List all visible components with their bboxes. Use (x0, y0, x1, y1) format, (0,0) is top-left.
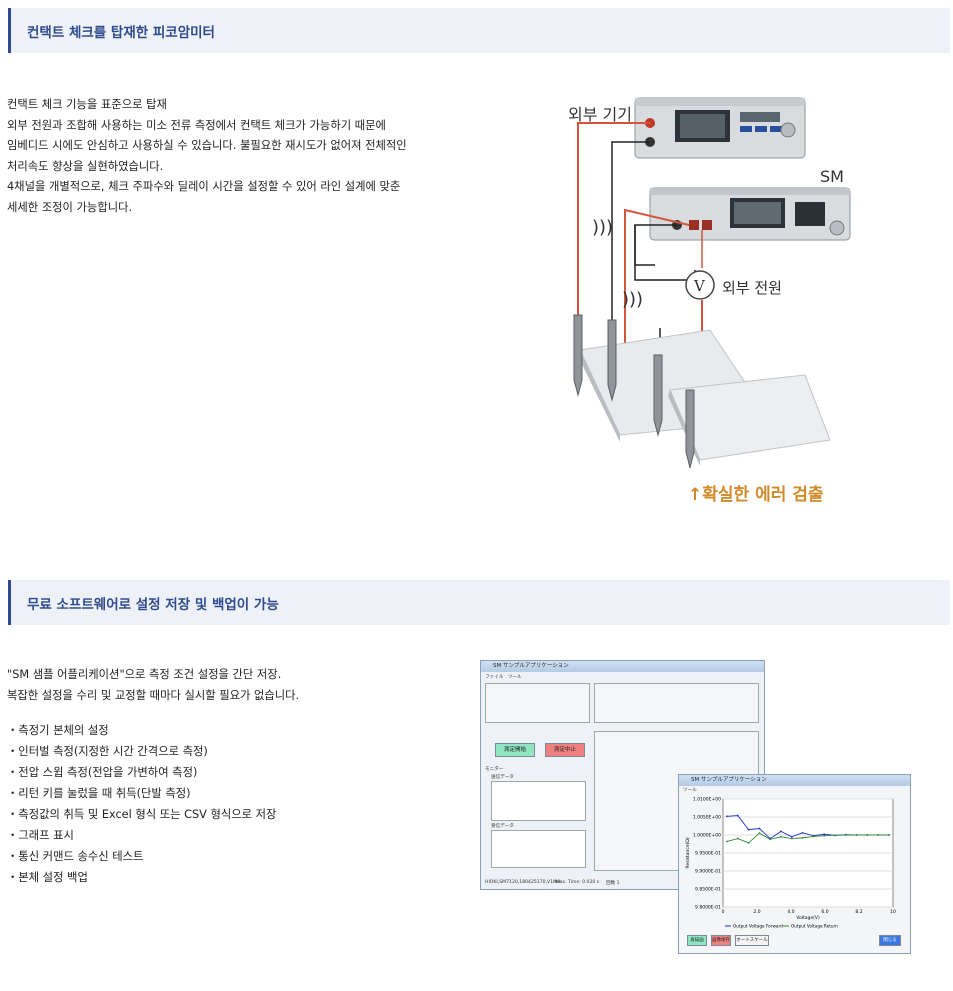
send-data-label: 送信データ (491, 775, 514, 780)
return-series-point (855, 834, 858, 836)
label-external-device: 외부 기기 (568, 105, 632, 124)
external-device-instrument (634, 97, 806, 159)
forward-series-point (726, 815, 728, 818)
section-title: 무료 소프트웨어로 설정 저장 및 백업이 가능 (27, 597, 279, 613)
return-series-point (844, 834, 847, 836)
section-title: 컨택트 체크를 탑재한 피코암미터 (27, 25, 215, 41)
label-waves-1: ))) (592, 217, 613, 238)
x-tick-label: 6.0 (821, 909, 828, 915)
list-item: ・리턴 키를 눌렀을 때 취득(단발 측정) (7, 787, 191, 800)
list-item: ・그래프 표시 (7, 829, 74, 842)
return-series-point (747, 842, 750, 844)
y-tick-label: 1.0000E+00 (693, 833, 721, 839)
send-data-box (491, 781, 586, 821)
label-waves-2: ))) (622, 289, 643, 310)
list-item: ・측정기 본체의 설정 (7, 724, 109, 737)
return-series-point (866, 834, 869, 836)
test-plates (578, 329, 831, 466)
forward-series-point (747, 828, 750, 831)
label-v: V (693, 277, 706, 295)
forward-series-point (758, 827, 761, 830)
graph-menu: ツール (683, 788, 697, 793)
paragraph-line: 처리속도 향상을 실현하였습니다. (7, 159, 164, 173)
resistance-graph: 1.0100E+00 1.0050E+00 1.0000E+00 9.9500E-01… (685, 797, 896, 929)
settings-panel (485, 683, 590, 723)
return-series-point (726, 840, 728, 843)
return-series-line (726, 832, 889, 844)
y-tick-label: 9.8000E-01 (695, 905, 721, 911)
y-axis-label: Resistance(Ω) (685, 837, 691, 868)
paragraph-line: "SM 샘플 어플리케이션"으로 측정 조건 설정을 간단 저장. (7, 668, 282, 681)
paragraph-line: 4채널을 개별적으로, 체크 주파수와 딜레이 시간을 설정할 수 있어 라인 … (7, 180, 401, 193)
paragraph-line: 복잡한 설정을 수리 및 교정할 때마다 실시할 필요가 없습니다. (7, 688, 300, 702)
section-header-software: 무료 소프트웨어로 설정 저장 및 백업이 가능 (8, 580, 950, 625)
y-tick-label: 1.0100E+00 (693, 797, 721, 803)
status-count: 回数 1 (606, 881, 620, 886)
paragraph-line: 컨택트 체크 기능을 표준으로 탑재 (7, 98, 167, 111)
close-button[interactable]: 閉じる (879, 935, 901, 946)
forward-series-point (780, 830, 782, 833)
feature-list: ・측정기 본체의 설정 ・인터벌 측정(지정한 시간 간격으로 측정) ・전압 … (7, 720, 276, 888)
list-item: ・인터벌 측정(지정한 시간 간격으로 측정) (7, 745, 208, 758)
contact-check-diagram: 외부 기기 SM V 외부 전원 ))) ))) ↑확실한 에러 검출 (568, 97, 851, 505)
return-series-point (812, 835, 815, 838)
x-tick-label: 4.0 (787, 909, 794, 915)
forward-series-point (790, 835, 793, 838)
status-meas-time: Meas. Time: 0.020 s (553, 880, 600, 885)
paragraph-line: 외부 전원과 조합해 사용하는 미소 전류 측정에서 컨택트 체크가 가능하기 … (7, 118, 386, 132)
recv-data-box (491, 830, 586, 868)
list-item: ・전압 스윕 측정(전압을 가변하여 측정) (7, 766, 198, 779)
app-menu: ファイル ツール (485, 675, 522, 680)
return-series-point (877, 834, 880, 836)
status-device: HIOKI,SM7120,180425170,V1.00 (485, 880, 561, 885)
return-series-point (780, 835, 782, 838)
section1-paragraph: 컨택트 체크 기능을 표준으로 탑재 외부 전원과 조합해 사용하는 미소 전류… (7, 95, 407, 218)
redraw-button[interactable]: 再描画 (687, 935, 707, 946)
list-item: ・측정값의 취득 및 Excel 형식 또는 CSV 형식으로 저장 (7, 808, 277, 821)
app-title-bar: SM サンプルアプリケーション (481, 661, 764, 672)
list-item: ・본체 설정 백업 (7, 871, 88, 884)
return-series-point (769, 838, 772, 841)
legend-label: Output Voltage Return (791, 924, 838, 929)
return-series-point (834, 834, 836, 837)
settings-panel-2 (594, 683, 759, 723)
return-series-point (790, 837, 793, 840)
return-series-point (823, 834, 826, 837)
recv-data-label: 受信データ (491, 824, 514, 829)
section2-paragraph: "SM 샘플 어플리케이션"으로 측정 조건 설정을 간단 저장. 복잡한 설정… (7, 665, 299, 706)
save-image-button[interactable]: 画像保存 (711, 935, 731, 946)
y-tick-label: 9.9500E-01 (695, 851, 721, 857)
y-tick-label: 9.8500E-01 (695, 887, 721, 893)
label-error-detection: ↑확실한 에러 검출 (688, 485, 824, 505)
measure-start-button[interactable]: 測定開始 (495, 743, 535, 757)
list-item: ・통신 커맨드 송수신 테스트 (7, 850, 144, 863)
return-series-point (888, 834, 890, 836)
x-tick-label: 10 (890, 909, 896, 915)
y-tick-label: 1.0050E+00 (693, 815, 721, 821)
x-tick-label: 2.0 (753, 909, 760, 915)
label-external-power: 외부 전원 (722, 279, 782, 297)
forward-series-point (801, 831, 804, 834)
forward-series-point (736, 814, 739, 817)
monitor-label: モニター (485, 767, 504, 772)
forward-series-point (823, 833, 826, 836)
measure-stop-button[interactable]: 測定中止 (545, 743, 585, 757)
legend-label: Output Voltage Forward (733, 924, 783, 929)
label-sm: SM (820, 167, 844, 186)
y-tick-label: 9.9000E-01 (695, 869, 721, 875)
autoscale-button[interactable]: オートスケール (735, 935, 769, 946)
x-axis-label: Voltage(V) (796, 915, 820, 921)
graph-title-bar: SM サンプルアプリケーション (679, 775, 910, 786)
probes (573, 314, 695, 469)
sm-instrument (649, 187, 851, 241)
section-header-contact-check: 컨택트 체크를 탑재한 피코암미터 (8, 8, 950, 53)
paragraph-line: 세세한 조정이 가능합니다. (7, 200, 133, 214)
x-tick-label: 0 (722, 909, 725, 915)
x-tick-label: 8.2 (855, 909, 862, 915)
return-series-point (736, 837, 739, 840)
return-series-point (758, 832, 761, 835)
graph-window: SM サンプルアプリケーション ツール 1.0100E+00 1.0050E+00… (678, 774, 911, 954)
paragraph-line: 임베디드 시에도 안심하고 사용하실 수 있습니다. 불필요한 재시도가 없어져… (7, 139, 407, 152)
return-series-point (801, 836, 804, 839)
